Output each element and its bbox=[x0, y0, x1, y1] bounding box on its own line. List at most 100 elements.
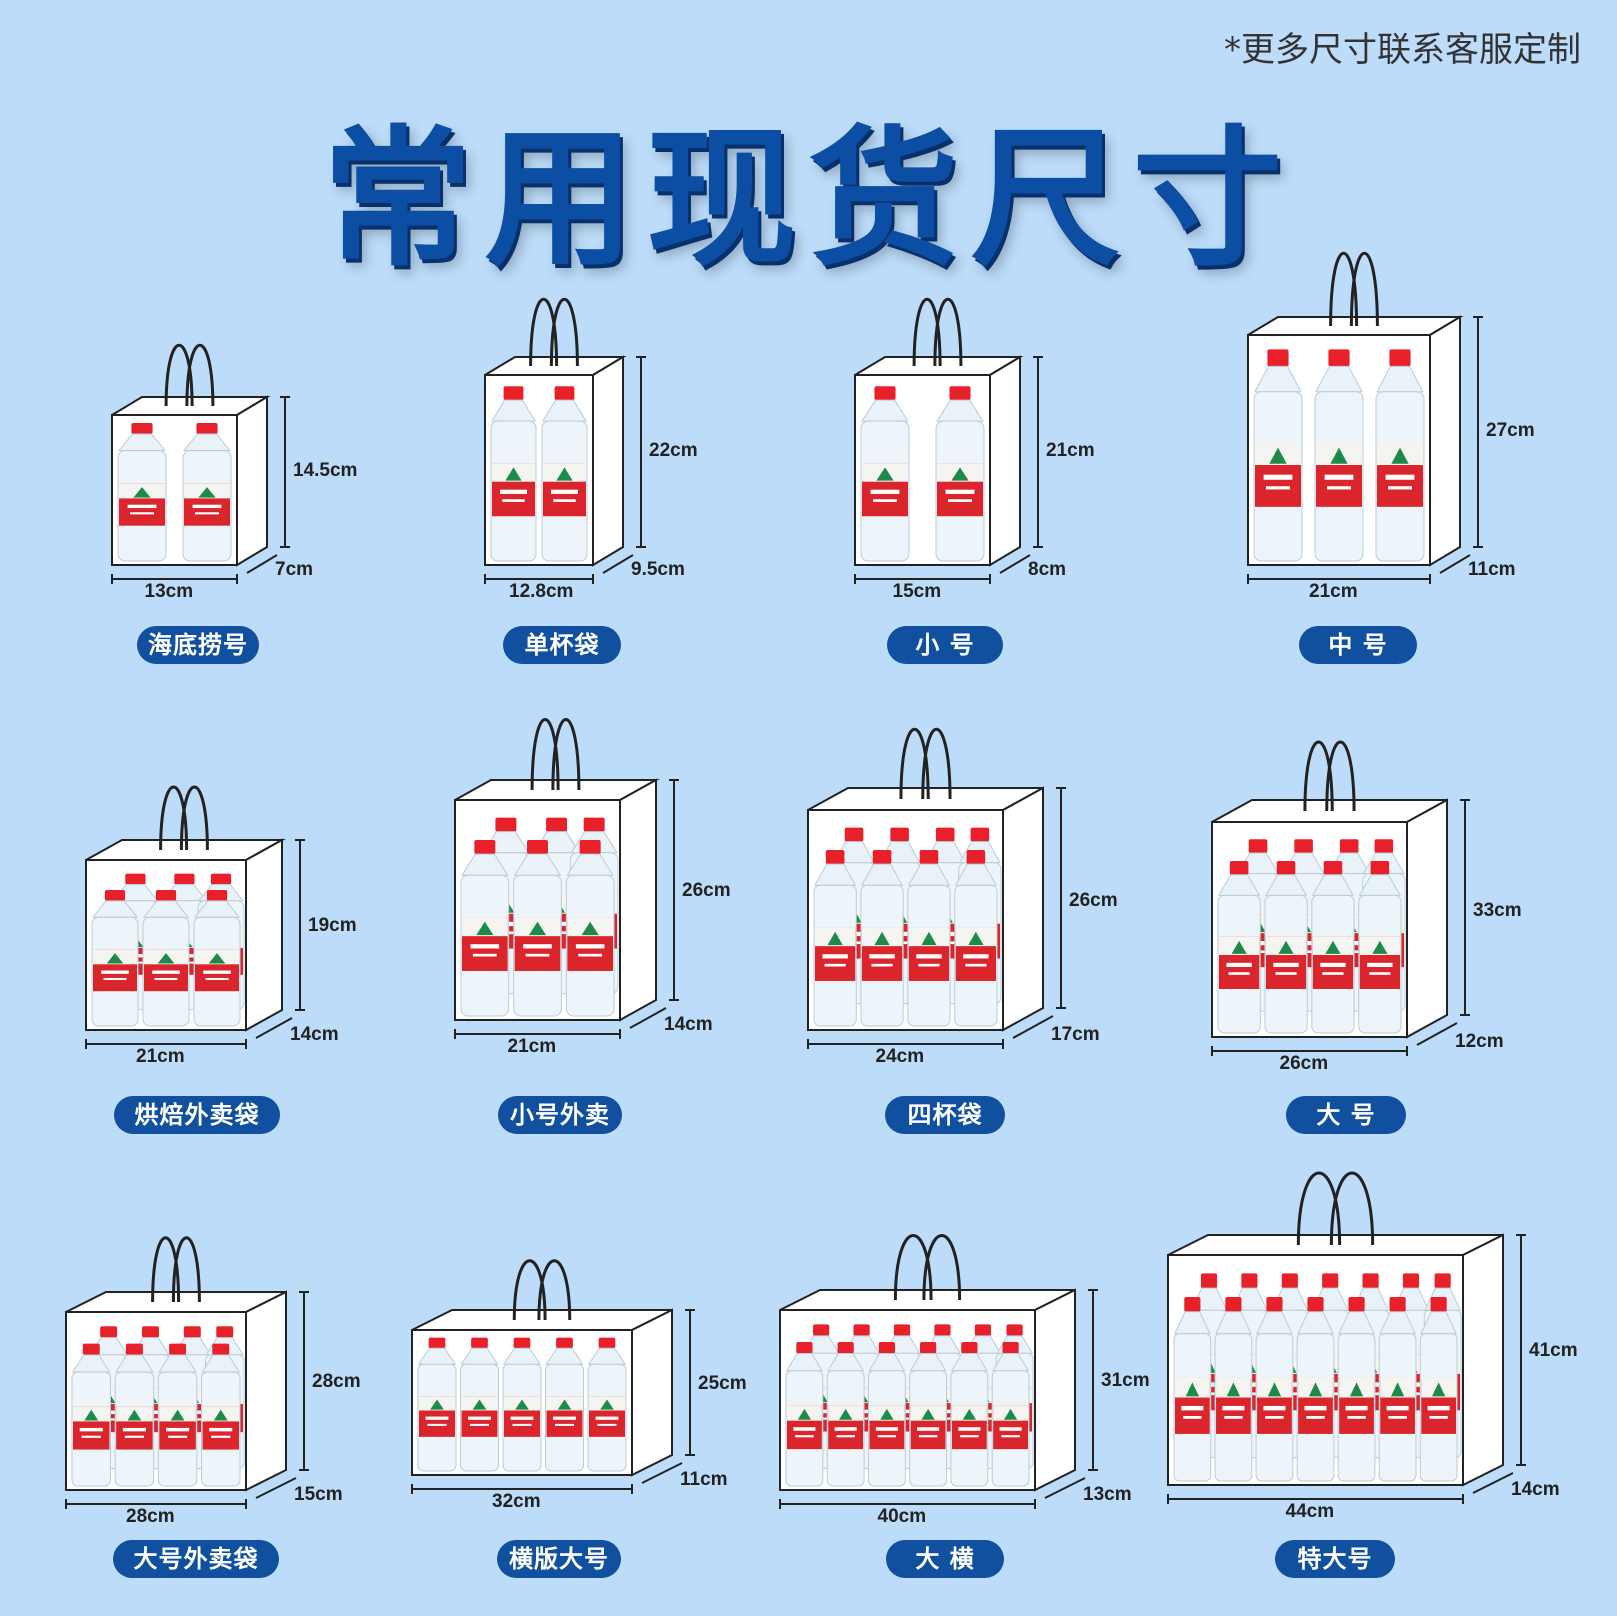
water-bottle bbox=[991, 1342, 1030, 1487]
width-dimension: 13cm bbox=[144, 581, 194, 602]
width-dimension: 12.8cm bbox=[509, 581, 574, 602]
water-bottle bbox=[513, 840, 562, 1017]
water-bottle bbox=[860, 386, 910, 562]
bag-top bbox=[411, 1309, 673, 1331]
height-dimension: 14.5cm bbox=[293, 460, 358, 481]
bag-illustration bbox=[779, 1234, 1098, 1509]
water-bottle bbox=[1264, 861, 1308, 1034]
bag-handle bbox=[1303, 740, 1334, 812]
water-bottle bbox=[1419, 1297, 1458, 1482]
bottle-row-front bbox=[813, 850, 998, 1027]
water-bottle bbox=[1173, 1297, 1212, 1482]
bag-handle bbox=[151, 1236, 181, 1303]
width-dimension: 28cm bbox=[126, 1506, 175, 1527]
height-dimension-line bbox=[669, 779, 679, 1001]
width-dimension-line bbox=[807, 1039, 1004, 1049]
depth-dimension-line bbox=[999, 554, 1031, 574]
bag-illustration bbox=[1211, 740, 1470, 1056]
width-dimension-line bbox=[454, 1029, 621, 1039]
width-dimension: 44cm bbox=[1285, 1501, 1335, 1522]
bag-size-label: 烘焙外卖袋 bbox=[114, 1096, 280, 1134]
width-dimension-line bbox=[411, 1484, 633, 1494]
bag-handle bbox=[171, 1236, 201, 1303]
bag-illustration bbox=[85, 785, 305, 1049]
water-bottle bbox=[545, 1337, 584, 1472]
height-dimension-line bbox=[295, 839, 305, 1011]
width-dimension: 21cm bbox=[136, 1046, 185, 1067]
bag-side bbox=[631, 1308, 673, 1477]
bag-illustration bbox=[454, 718, 679, 1039]
water-bottle bbox=[867, 1342, 906, 1487]
width-dimension: 21cm bbox=[1309, 581, 1358, 602]
height-dimension-line bbox=[1460, 799, 1470, 1016]
bag-size-label: 中 号 bbox=[1299, 626, 1417, 664]
water-bottle bbox=[193, 890, 241, 1027]
depth-dimension: 8cm bbox=[1028, 559, 1067, 580]
bottle-row-front bbox=[490, 386, 588, 562]
bag-handle bbox=[185, 343, 215, 407]
width-dimension: 15cm bbox=[892, 581, 942, 602]
height-dimension-line bbox=[299, 1291, 309, 1471]
bottle-row-front bbox=[1253, 349, 1425, 562]
bag-handle bbox=[893, 1234, 933, 1301]
depth-dimension: 14cm bbox=[664, 1014, 713, 1035]
depth-dimension-line bbox=[255, 1477, 297, 1499]
height-dimension-line bbox=[1056, 787, 1066, 1009]
depth-dimension-line bbox=[255, 1017, 293, 1039]
water-bottle bbox=[1314, 349, 1364, 562]
depth-dimension-line bbox=[641, 1462, 683, 1484]
width-dimension: 26cm bbox=[1279, 1053, 1329, 1074]
bag-handle bbox=[551, 718, 581, 791]
bag-side bbox=[236, 395, 268, 567]
bag-side bbox=[245, 1290, 287, 1492]
width-dimension-line bbox=[484, 574, 594, 584]
bag-illustration bbox=[1167, 1171, 1526, 1504]
bag-size-label: 特大号 bbox=[1275, 1540, 1395, 1578]
depth-dimension: 13cm bbox=[1083, 1484, 1132, 1505]
bag-side bbox=[1429, 315, 1461, 567]
depth-dimension-line bbox=[246, 554, 278, 574]
depth-dimension-line bbox=[1472, 1472, 1514, 1494]
water-bottle bbox=[935, 386, 985, 562]
water-bottle bbox=[1311, 861, 1355, 1034]
bag-handle bbox=[537, 1259, 572, 1321]
height-dimension: 25cm bbox=[698, 1372, 747, 1394]
bag-side bbox=[592, 355, 624, 567]
width-dimension-line bbox=[65, 1499, 247, 1509]
bag-handle bbox=[1296, 1171, 1342, 1246]
bag-size-label: 海底捞号 bbox=[137, 626, 259, 664]
water-bottle bbox=[142, 890, 190, 1027]
water-bottle bbox=[1214, 1297, 1253, 1482]
height-dimension: 19cm bbox=[308, 915, 357, 936]
water-bottle bbox=[417, 1337, 457, 1472]
water-bottle bbox=[490, 386, 537, 562]
depth-dimension: 11cm bbox=[1468, 559, 1516, 580]
depth-dimension: 15cm bbox=[294, 1484, 343, 1505]
bag-illustration bbox=[807, 728, 1066, 1049]
bag-size-label: 小 号 bbox=[887, 626, 1003, 664]
bag-top bbox=[1247, 316, 1464, 336]
bag-side bbox=[1462, 1233, 1504, 1487]
bag-handle bbox=[159, 785, 189, 851]
water-bottle bbox=[1296, 1297, 1335, 1482]
bag-side bbox=[1034, 1288, 1076, 1492]
height-dimension-line bbox=[1088, 1289, 1098, 1471]
bag-illustration bbox=[1247, 252, 1483, 584]
bag-handle bbox=[530, 718, 560, 791]
bottle-row-front bbox=[460, 840, 615, 1017]
bag-size-label: 横版大号 bbox=[497, 1540, 621, 1578]
width-dimension-line bbox=[1211, 1046, 1408, 1056]
bag-size-label: 大 号 bbox=[1286, 1096, 1406, 1134]
water-bottle bbox=[117, 423, 167, 562]
bag-handle bbox=[512, 1259, 547, 1321]
bag-handle bbox=[1329, 1171, 1375, 1246]
water-bottle bbox=[826, 1342, 865, 1487]
bottle-row-front bbox=[417, 1337, 627, 1472]
height-dimension: 21cm bbox=[1046, 440, 1095, 461]
height-dimension: 41cm bbox=[1529, 1340, 1578, 1361]
bag-size-label: 大号外卖袋 bbox=[113, 1540, 279, 1578]
bottle-row-front bbox=[1173, 1297, 1458, 1482]
water-bottle bbox=[1255, 1297, 1294, 1482]
bag-handle bbox=[529, 298, 559, 367]
depth-dimension-line bbox=[1012, 1015, 1054, 1039]
